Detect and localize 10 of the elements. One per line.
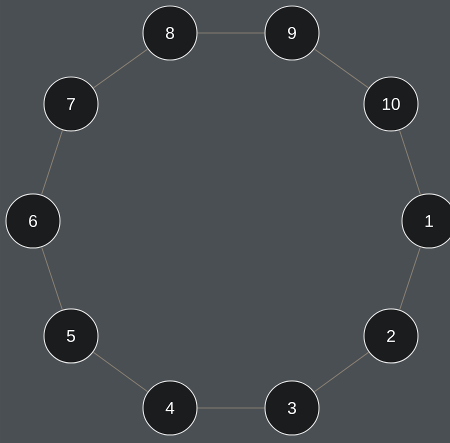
connector-line — [197, 32, 265, 34]
connector-line — [92, 48, 148, 88]
connector-line — [399, 130, 421, 196]
connector-line — [41, 246, 63, 310]
connector-line — [197, 407, 265, 408]
connector-line — [314, 48, 370, 88]
connector-line — [92, 352, 148, 392]
connector-line — [314, 352, 370, 392]
connector-line — [399, 246, 421, 310]
connector-line — [41, 130, 63, 196]
